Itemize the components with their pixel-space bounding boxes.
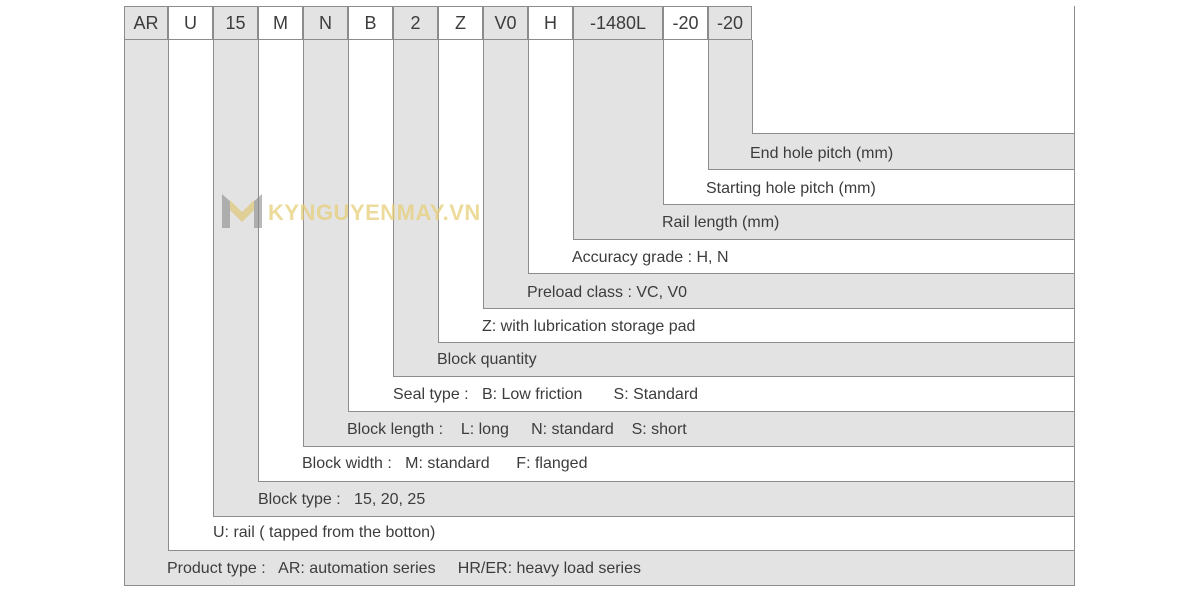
label-starting-hole-pitch: Starting hole pitch (mm) [706, 180, 876, 197]
label-preload-class: Preload class : VC, V0 [527, 284, 688, 301]
code-cell-accuracy: H [528, 6, 573, 40]
m-logo-icon [220, 190, 264, 235]
code-cell-rail: U [168, 6, 213, 40]
code-cell-rail-length: -1480L [573, 6, 663, 40]
label-product-type: Product type : AR: automation series HR/… [167, 560, 641, 577]
code-cell-starting-pitch: -20 [663, 6, 708, 40]
code-cell-lubrication: Z [438, 6, 483, 40]
label-block-type: Block type : 15, 20, 25 [258, 491, 426, 508]
code-cell-block-length: N [303, 6, 348, 40]
code-cell-seal-type: B [348, 6, 393, 40]
label-accuracy-grade: Accuracy grade : H, N [572, 249, 729, 266]
label-rail-length: Rail length (mm) [662, 214, 780, 231]
label-block-quantity: Block quantity [437, 351, 537, 368]
top-step-fill [752, 40, 1076, 133]
watermark-text: KYNGUYENMAY.VN [268, 199, 481, 225]
watermark: KYNGUYENMAY.VN [220, 190, 481, 235]
label-block-length: Block length : L: long N: standard S: sh… [347, 421, 687, 438]
label-rail: U: rail ( tapped from the botton) [213, 524, 436, 541]
code-cell-preload: V0 [483, 6, 528, 40]
label-end-hole-pitch: End hole pitch (mm) [750, 145, 894, 162]
label-seal-type: Seal type : B: Low friction S: Standard [393, 386, 699, 403]
code-cell-block-type: 15 [213, 6, 258, 40]
top-step-divider [752, 40, 753, 134]
code-cell-block-width: M [258, 6, 303, 40]
label-block-width: Block width : M: standard F: flanged [302, 455, 588, 472]
code-cell-product: AR [124, 6, 168, 40]
label-lubrication: Z: with lubrication storage pad [482, 318, 696, 335]
code-cell-end-pitch: -20 [708, 6, 752, 40]
code-cell-block-quantity: 2 [393, 6, 438, 40]
